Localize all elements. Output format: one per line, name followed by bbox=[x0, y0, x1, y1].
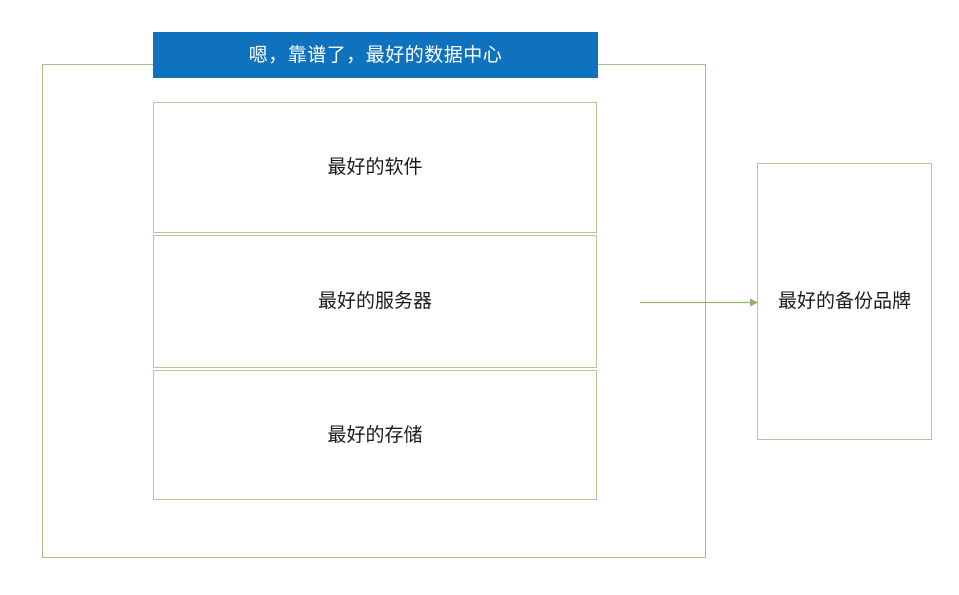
connector-arrow-icon[interactable] bbox=[636, 290, 762, 316]
title-banner-label: 嗯，靠谱了，最好的数据中心 bbox=[248, 44, 503, 66]
target-box-label: 最好的备份品牌 bbox=[777, 291, 911, 312]
stack-cell-software-label: 最好的软件 bbox=[327, 157, 423, 178]
stack-cell-server-label: 最好的服务器 bbox=[317, 291, 432, 312]
stack-cell-storage-label: 最好的存储 bbox=[327, 424, 423, 446]
title-banner-shape[interactable]: 嗯，靠谱了，最好的数据中心 bbox=[153, 32, 598, 78]
stack-cell-server[interactable]: 最好的服务器 bbox=[153, 235, 597, 368]
connector-arrow-head bbox=[750, 298, 758, 307]
target-box-backup-brand[interactable]: 最好的备份品牌 bbox=[757, 163, 932, 440]
stack-cell-software[interactable]: 最好的软件 bbox=[153, 102, 597, 233]
stack-cell-storage[interactable]: 最好的存储 bbox=[153, 370, 597, 500]
